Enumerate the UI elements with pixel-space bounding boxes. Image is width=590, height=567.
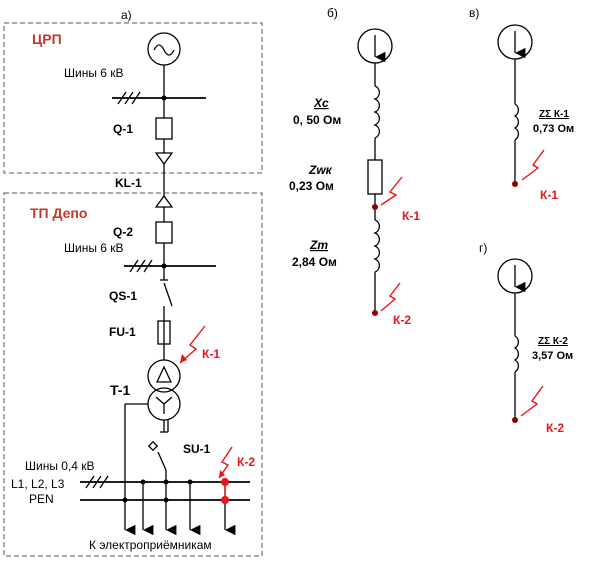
pen-label: PEN — [29, 492, 54, 506]
cable-end-down-icon — [154, 152, 174, 166]
k-g-label: К-2 — [546, 421, 564, 435]
tp-boundary — [3, 192, 263, 557]
zm-value: 2,84 Ом — [292, 255, 337, 269]
kl1-label: KL-1 — [115, 176, 142, 190]
k1-label: К-1 — [202, 347, 220, 361]
resistor-zwk-icon — [367, 159, 383, 195]
k-v-label: К-1 — [540, 188, 558, 202]
fault-point-k1 — [372, 204, 378, 210]
switch-su1-icon — [157, 451, 167, 471]
qs1-label: QS-1 — [109, 289, 137, 303]
switch-su1-mark-icon — [147, 440, 159, 452]
tp-label: ТП Депо — [30, 205, 87, 221]
panel-v-label: в) — [469, 6, 479, 20]
fault-k2-icon — [218, 446, 233, 479]
crp-label: ЦРП — [32, 31, 62, 47]
fault-k1-b-icon — [380, 176, 403, 206]
su1-label: SU-1 — [183, 442, 211, 456]
fault-g-icon — [520, 385, 544, 417]
q1-label: Q-1 — [113, 122, 133, 136]
k1-b-label: К-1 — [402, 209, 420, 223]
k2-label: К-2 — [237, 455, 255, 469]
zm-label: Zm — [309, 238, 328, 252]
inductor-g-icon — [513, 335, 519, 373]
wye-icon — [155, 396, 173, 414]
fault-k1-icon — [179, 325, 206, 364]
z-v-label: ZΣ К-1 — [539, 109, 569, 120]
q2-label: Q-2 — [113, 225, 133, 239]
phases-label: L1, L2, L3 — [11, 477, 65, 491]
three-phase-hatch-icon — [117, 91, 141, 105]
xc-value: 0, 50 Ом — [293, 113, 341, 127]
xc-label: Xc — [313, 96, 329, 110]
z-g-label: ZΣ К-2 — [538, 336, 568, 347]
inductor-xc-icon — [373, 85, 381, 139]
k2-b-label: К-2 — [393, 313, 411, 327]
panel-b-label: б) — [327, 6, 338, 20]
z-v-value: 0,73 Ом — [533, 123, 574, 135]
panel-g-label: г) — [479, 241, 487, 255]
three-phase-hatch-icon — [129, 259, 153, 273]
load-feeders — [122, 479, 236, 536]
zwk-value: 0,23 Ом — [289, 179, 334, 193]
bus-6kv-bottom-label: Шины 6 кВ — [64, 241, 124, 255]
fu1-label: FU-1 — [109, 325, 136, 339]
fault-point-k2 — [372, 310, 378, 316]
zwk-label: Zwк — [308, 163, 333, 177]
fault-point-g — [512, 417, 518, 423]
loads-label: К электроприёмникам — [89, 538, 212, 552]
bus-04kv-label: Шины 0,4 кВ — [25, 459, 95, 473]
transformer-primary-icon — [147, 359, 181, 393]
t1-label: T-1 — [110, 382, 130, 398]
z-g-value: 3,57 Ом — [532, 350, 573, 362]
inductor-zm-icon — [373, 219, 381, 273]
panel-a-label: а) — [121, 8, 132, 22]
fault-k2-b-icon — [380, 282, 401, 312]
cable-end-up-icon — [154, 194, 174, 208]
fault-point-v — [512, 181, 518, 187]
inductor-v-icon — [513, 103, 519, 141]
disconnector-qs1-icon — [163, 282, 173, 307]
breaker-q1-icon — [155, 117, 173, 140]
bus-6kv-top-label: Шины 6 кВ — [64, 66, 124, 80]
crp-boundary — [3, 22, 263, 174]
fault-v-icon — [521, 149, 545, 181]
three-phase-hatch-icon — [85, 475, 109, 489]
sine-wave-icon — [153, 44, 175, 56]
breaker-q2-icon — [155, 221, 173, 244]
delta-icon — [155, 365, 173, 383]
